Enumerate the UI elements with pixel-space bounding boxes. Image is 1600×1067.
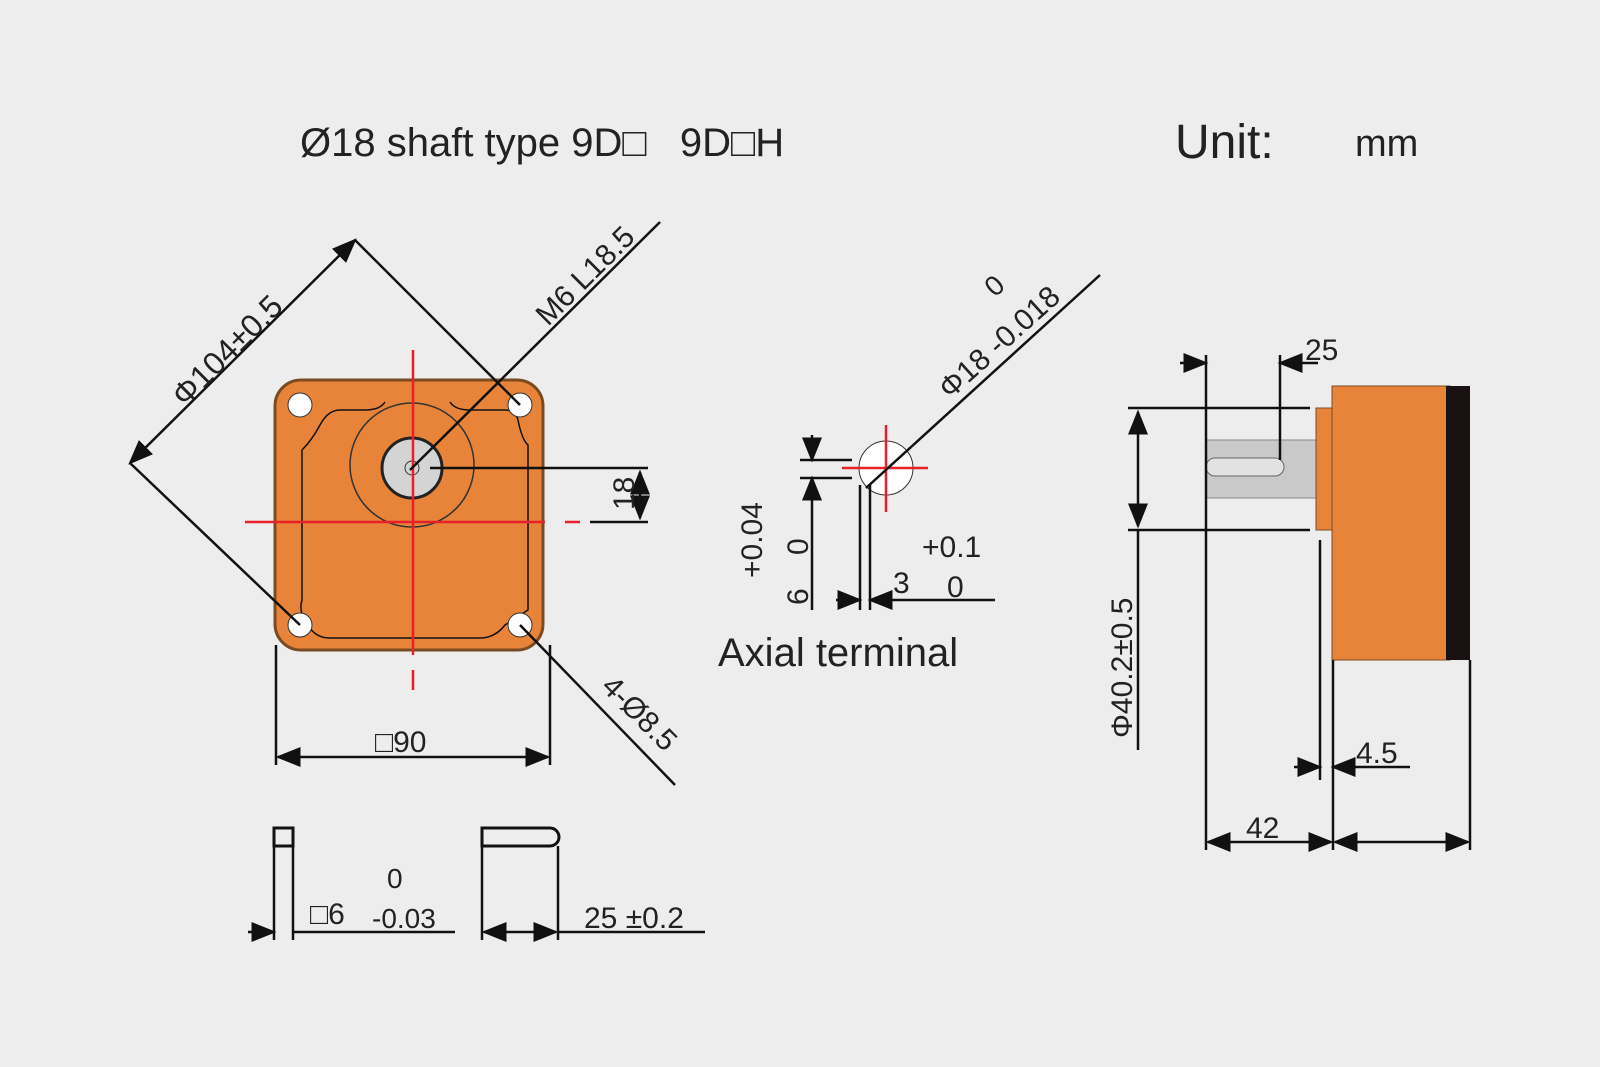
axial-terminal: Φ18 -0.018 0 6 0 +0.04 3 +0.1 0 Axial te… bbox=[718, 269, 1101, 675]
unit-label: Unit: bbox=[1175, 116, 1274, 169]
shaft-length: 25 bbox=[1305, 334, 1338, 367]
terminal-width: 6 bbox=[782, 588, 815, 605]
flange-thickness: 4.5 bbox=[1356, 737, 1398, 770]
key-size: □6 bbox=[310, 898, 345, 931]
thread-dimension: M6 L18.5 bbox=[530, 220, 642, 332]
drawing-title: Ø18 shaft type 9D□ 9D□H bbox=[300, 121, 784, 165]
unit-value: mm bbox=[1355, 123, 1418, 165]
terminal-thickness-lower-tol: 0 bbox=[947, 571, 964, 604]
terminal-width-lower-tol: 0 bbox=[782, 538, 815, 555]
key-upper-tol: 0 bbox=[387, 863, 403, 894]
motor-body bbox=[1331, 385, 1451, 661]
terminal-diameter-tol: 0 bbox=[978, 269, 1010, 302]
side-view: 25 Φ40.2±0.5 4.5 42 bbox=[1106, 334, 1472, 852]
terminal-thickness: 3 bbox=[893, 567, 910, 600]
body-offset: 42 bbox=[1246, 812, 1279, 845]
terminal-thickness-upper-tol: +0.1 bbox=[922, 531, 981, 564]
holes-dimension: 4-Ø8.5 bbox=[595, 670, 683, 758]
pcd-dimension: Φ104±0.5 bbox=[164, 288, 289, 413]
axial-terminal-title: Axial terminal bbox=[718, 631, 958, 675]
offset-dimension: 18 bbox=[608, 477, 641, 510]
key-detail: □6 0 -0.03 25 ±0.2 bbox=[248, 826, 705, 942]
mount-hole bbox=[287, 392, 313, 418]
front-view: Φ104±0.5 M6 L18.5 18 □90 4-Ø8.5 bbox=[128, 220, 683, 786]
end-cap bbox=[1446, 386, 1470, 660]
pilot-diameter: Φ40.2±0.5 bbox=[1106, 598, 1139, 739]
key-length: 25 ±0.2 bbox=[584, 902, 684, 935]
terminal-width-upper-tol: +0.04 bbox=[736, 502, 769, 578]
square-dimension: □90 bbox=[375, 726, 427, 759]
key-lower-tol: -0.03 bbox=[372, 903, 436, 934]
